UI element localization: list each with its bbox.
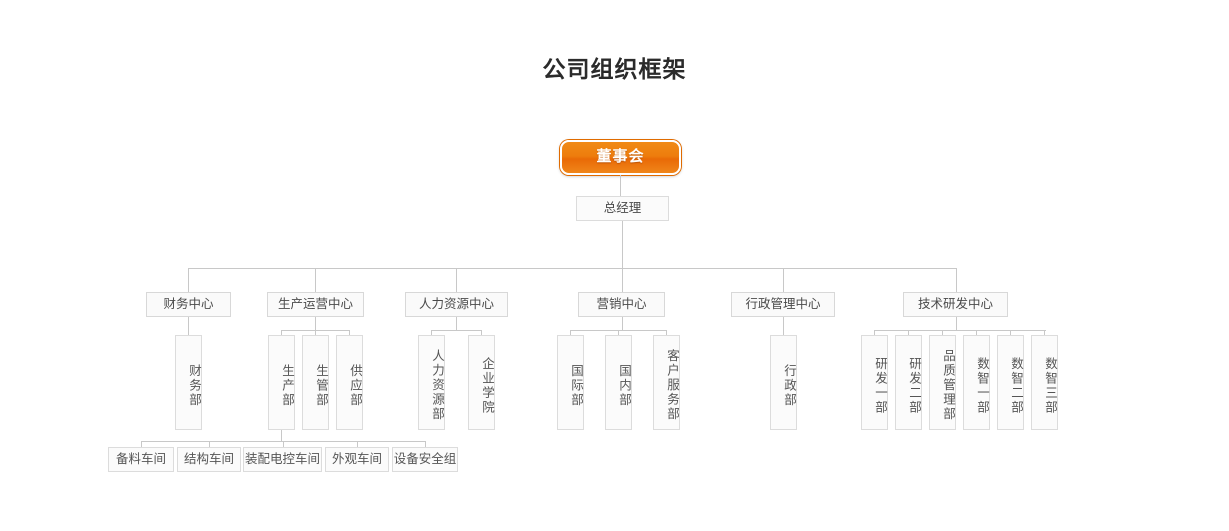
connector-bus-to-finance <box>188 268 189 292</box>
connector-finance-dept <box>188 317 189 335</box>
connector-workshop-to-2 <box>283 441 284 447</box>
connector-rnd-stem <box>956 317 957 330</box>
dept-hr-1[interactable]: 企业学院 <box>468 335 495 430</box>
dept-production-0[interactable]: 生产部 <box>268 335 295 430</box>
connector-production-to-2 <box>349 330 350 335</box>
dept-rnd-0[interactable]: 研发一部 <box>861 335 888 430</box>
dept-rnd-5[interactable]: 数智三部 <box>1031 335 1058 430</box>
connector-bus-to-marketing <box>622 268 623 292</box>
center-admin[interactable]: 行政管理中心 <box>731 292 835 317</box>
connector-workshops-stem <box>281 430 282 441</box>
connector-rnd-to-0 <box>874 330 875 335</box>
connector-production-to-1 <box>315 330 316 335</box>
dept-production-1[interactable]: 生管部 <box>302 335 329 430</box>
dept-marketing-2[interactable]: 客户服务部 <box>653 335 680 430</box>
dept-rnd-4[interactable]: 数智二部 <box>997 335 1024 430</box>
dept-marketing-1[interactable]: 国内部 <box>605 335 632 430</box>
node-board[interactable]: 董事会 <box>560 140 681 175</box>
connector-rnd-bar <box>874 330 1046 331</box>
dept-admin-0[interactable]: 行政部 <box>770 335 797 430</box>
connector-rnd-to-1 <box>908 330 909 335</box>
connector-rnd-to-4 <box>1010 330 1011 335</box>
connector-bus-to-rnd <box>956 268 957 292</box>
connector-bus-to-admin <box>783 268 784 292</box>
connector-workshop-to-4 <box>425 441 426 447</box>
connector-marketing-to-1 <box>618 330 619 335</box>
connector-marketing-to-2 <box>666 330 667 335</box>
dept-rnd-3[interactable]: 数智一部 <box>963 335 990 430</box>
workshop-0[interactable]: 备料车间 <box>108 447 174 472</box>
center-production[interactable]: 生产运营中心 <box>267 292 364 317</box>
connector-rnd-to-3 <box>976 330 977 335</box>
connector-rnd-to-2 <box>942 330 943 335</box>
dept-marketing-0[interactable]: 国际部 <box>557 335 584 430</box>
workshop-4[interactable]: 设备安全组 <box>392 447 458 472</box>
page-title: 公司组织框架 <box>542 56 687 82</box>
workshop-2[interactable]: 装配电控车间 <box>243 447 322 472</box>
connector-marketing-stem <box>622 317 623 330</box>
connector-bus-to-production <box>315 268 316 292</box>
connector-hr-stem <box>456 317 457 330</box>
dept-production-2[interactable]: 供应部 <box>336 335 363 430</box>
center-hr[interactable]: 人力资源中心 <box>405 292 508 317</box>
connector-hr-to-1 <box>481 330 482 335</box>
dept-finance-0[interactable]: 财务部 <box>175 335 202 430</box>
connector-workshop-to-1 <box>209 441 210 447</box>
connector-hr-bar <box>431 330 481 331</box>
center-marketing[interactable]: 营销中心 <box>578 292 665 317</box>
workshop-3[interactable]: 外观车间 <box>325 447 389 472</box>
connector-marketing-to-0 <box>570 330 571 335</box>
dept-rnd-2[interactable]: 品质管理部 <box>929 335 956 430</box>
connector-hr-to-0 <box>431 330 432 335</box>
node-general-manager[interactable]: 总经理 <box>576 196 669 221</box>
connector-rnd-to-5 <box>1044 330 1045 335</box>
connector-gm-bus <box>622 221 623 268</box>
center-finance[interactable]: 财务中心 <box>146 292 231 317</box>
connector-workshop-to-3 <box>357 441 358 447</box>
connector-production-to-0 <box>281 330 282 335</box>
workshop-1[interactable]: 结构车间 <box>177 447 241 472</box>
center-rnd[interactable]: 技术研发中心 <box>903 292 1008 317</box>
connector-centers-bus <box>188 268 956 269</box>
dept-rnd-1[interactable]: 研发二部 <box>895 335 922 430</box>
connector-bus-to-hr <box>456 268 457 292</box>
dept-hr-0[interactable]: 人力资源部 <box>418 335 445 430</box>
connector-admin-dept <box>783 317 784 335</box>
connector-board-gm <box>620 175 621 196</box>
connector-production-stem <box>315 317 316 330</box>
connector-workshop-to-0 <box>141 441 142 447</box>
